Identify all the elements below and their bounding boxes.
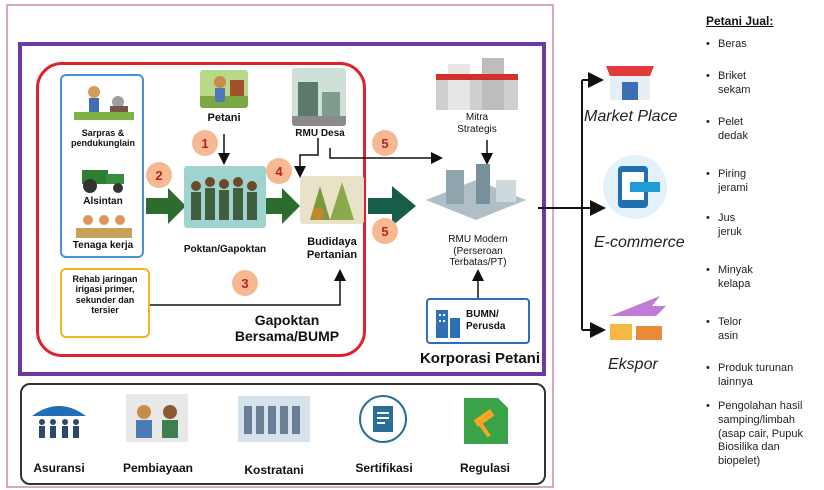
- mitra-image: [436, 58, 518, 110]
- step-2: 2: [146, 162, 172, 188]
- korporasi-label: Korporasi Petani: [419, 350, 540, 367]
- jual-item-pengolahan: •Pengolahan hasil samping/limbah (asap c…: [706, 400, 803, 467]
- asuransi-label: Asuransi: [33, 461, 85, 475]
- support-box: [20, 383, 546, 485]
- alsintan-label: Alsintan: [83, 196, 123, 207]
- poktan-label: Poktan/Gapoktan: [183, 244, 267, 255]
- channel-market-place: Market Place: [584, 108, 678, 125]
- jual-item-briket: •Briket sekam: [706, 70, 751, 96]
- regulasi-label: Regulasi: [459, 461, 510, 475]
- rmu-desa-label: RMU Desa: [295, 128, 345, 139]
- outer-frame: [6, 4, 554, 488]
- petani-label: Petani: [207, 112, 241, 124]
- bumn-box: BUMN/ Perusda: [426, 298, 530, 344]
- kostratani-icon: [238, 396, 310, 442]
- jual-item-pelet: •Pelet dedak: [706, 116, 748, 142]
- pembiayaan-label: Pembiayaan: [122, 461, 194, 475]
- gapoktan-bersama-label: Gapoktan Bersama/BUMP: [234, 312, 340, 345]
- petani-image: [200, 70, 248, 108]
- arrow-rmudesa-modern: [329, 148, 443, 164]
- step-4: 4: [266, 158, 292, 184]
- jual-item-piring: •Piring jerami: [706, 168, 748, 194]
- tenaga-label: Tenaga kerja: [72, 240, 134, 251]
- rmu-modern-image: [426, 164, 526, 220]
- step-5-top: 5: [372, 130, 398, 156]
- asuransi-icon: [32, 406, 86, 438]
- jual-item-telor: •Telor asin: [706, 316, 742, 342]
- jual-item-minyak: •Minyak kelapa: [706, 264, 753, 290]
- building-icon: [436, 310, 460, 338]
- step-3: 3: [232, 270, 258, 296]
- jual-item-beras: •Beras: [706, 38, 747, 50]
- mitra-label: Mitra Strategis: [457, 112, 497, 135]
- channel-ekspor: Ekspor: [608, 356, 658, 373]
- arrow-sarpras-poktan: [146, 188, 186, 224]
- step-1: 1: [192, 130, 218, 156]
- arrow-rehab-budidaya: [150, 269, 346, 306]
- sertifikasi-label: Sertifikasi: [355, 461, 413, 475]
- arrow-poktan-budidaya: [265, 188, 300, 224]
- poktan-image: [184, 166, 266, 228]
- step-5-bottom: 5: [372, 218, 398, 244]
- sertifikasi-icon: [359, 395, 407, 443]
- market-place-icon: [606, 66, 654, 100]
- jual-item-jus: •Jus jeruk: [706, 212, 742, 238]
- sarpras-box: Sarpras & pendukunglain Alsintan Tenaga …: [60, 74, 144, 258]
- bumn-label: BUMN/ Perusda: [466, 309, 506, 332]
- farmer-spray-icon: [74, 86, 134, 120]
- workers-icon: [76, 215, 132, 238]
- gapoktan-bersama-frame: [36, 62, 366, 357]
- petani-jual-title: Petani Jual:: [706, 14, 774, 28]
- kostratani-label: Kostratani: [244, 463, 304, 477]
- sarpras-label: Sarpras & pendukunglain: [71, 128, 135, 149]
- arrow-rmudesa-down: [294, 138, 319, 178]
- ecommerce-icon: [603, 155, 667, 219]
- pembiayaan-icon: [126, 394, 188, 442]
- arrow-budidaya-modern: [368, 186, 416, 226]
- rehab-box: Rehab jaringan irigasi primer, sekunder …: [60, 268, 150, 338]
- rmu-modern-label: RMU Modern (Perseroan Terbatas/PT): [448, 234, 508, 268]
- channel-ecommerce: E-commerce: [594, 234, 685, 251]
- rehab-label: Rehab jaringan irigasi primer, sekunder …: [72, 274, 138, 316]
- budidaya-label: Budidaya Pertanian: [306, 236, 358, 261]
- regulasi-icon: [464, 398, 508, 444]
- budidaya-image: [300, 176, 364, 224]
- ekspor-icon: [610, 296, 666, 340]
- tractor-icon: [82, 170, 124, 193]
- jual-item-produk: •Produk turunan lainnya: [706, 362, 794, 388]
- rmu-desa-image: [292, 68, 346, 126]
